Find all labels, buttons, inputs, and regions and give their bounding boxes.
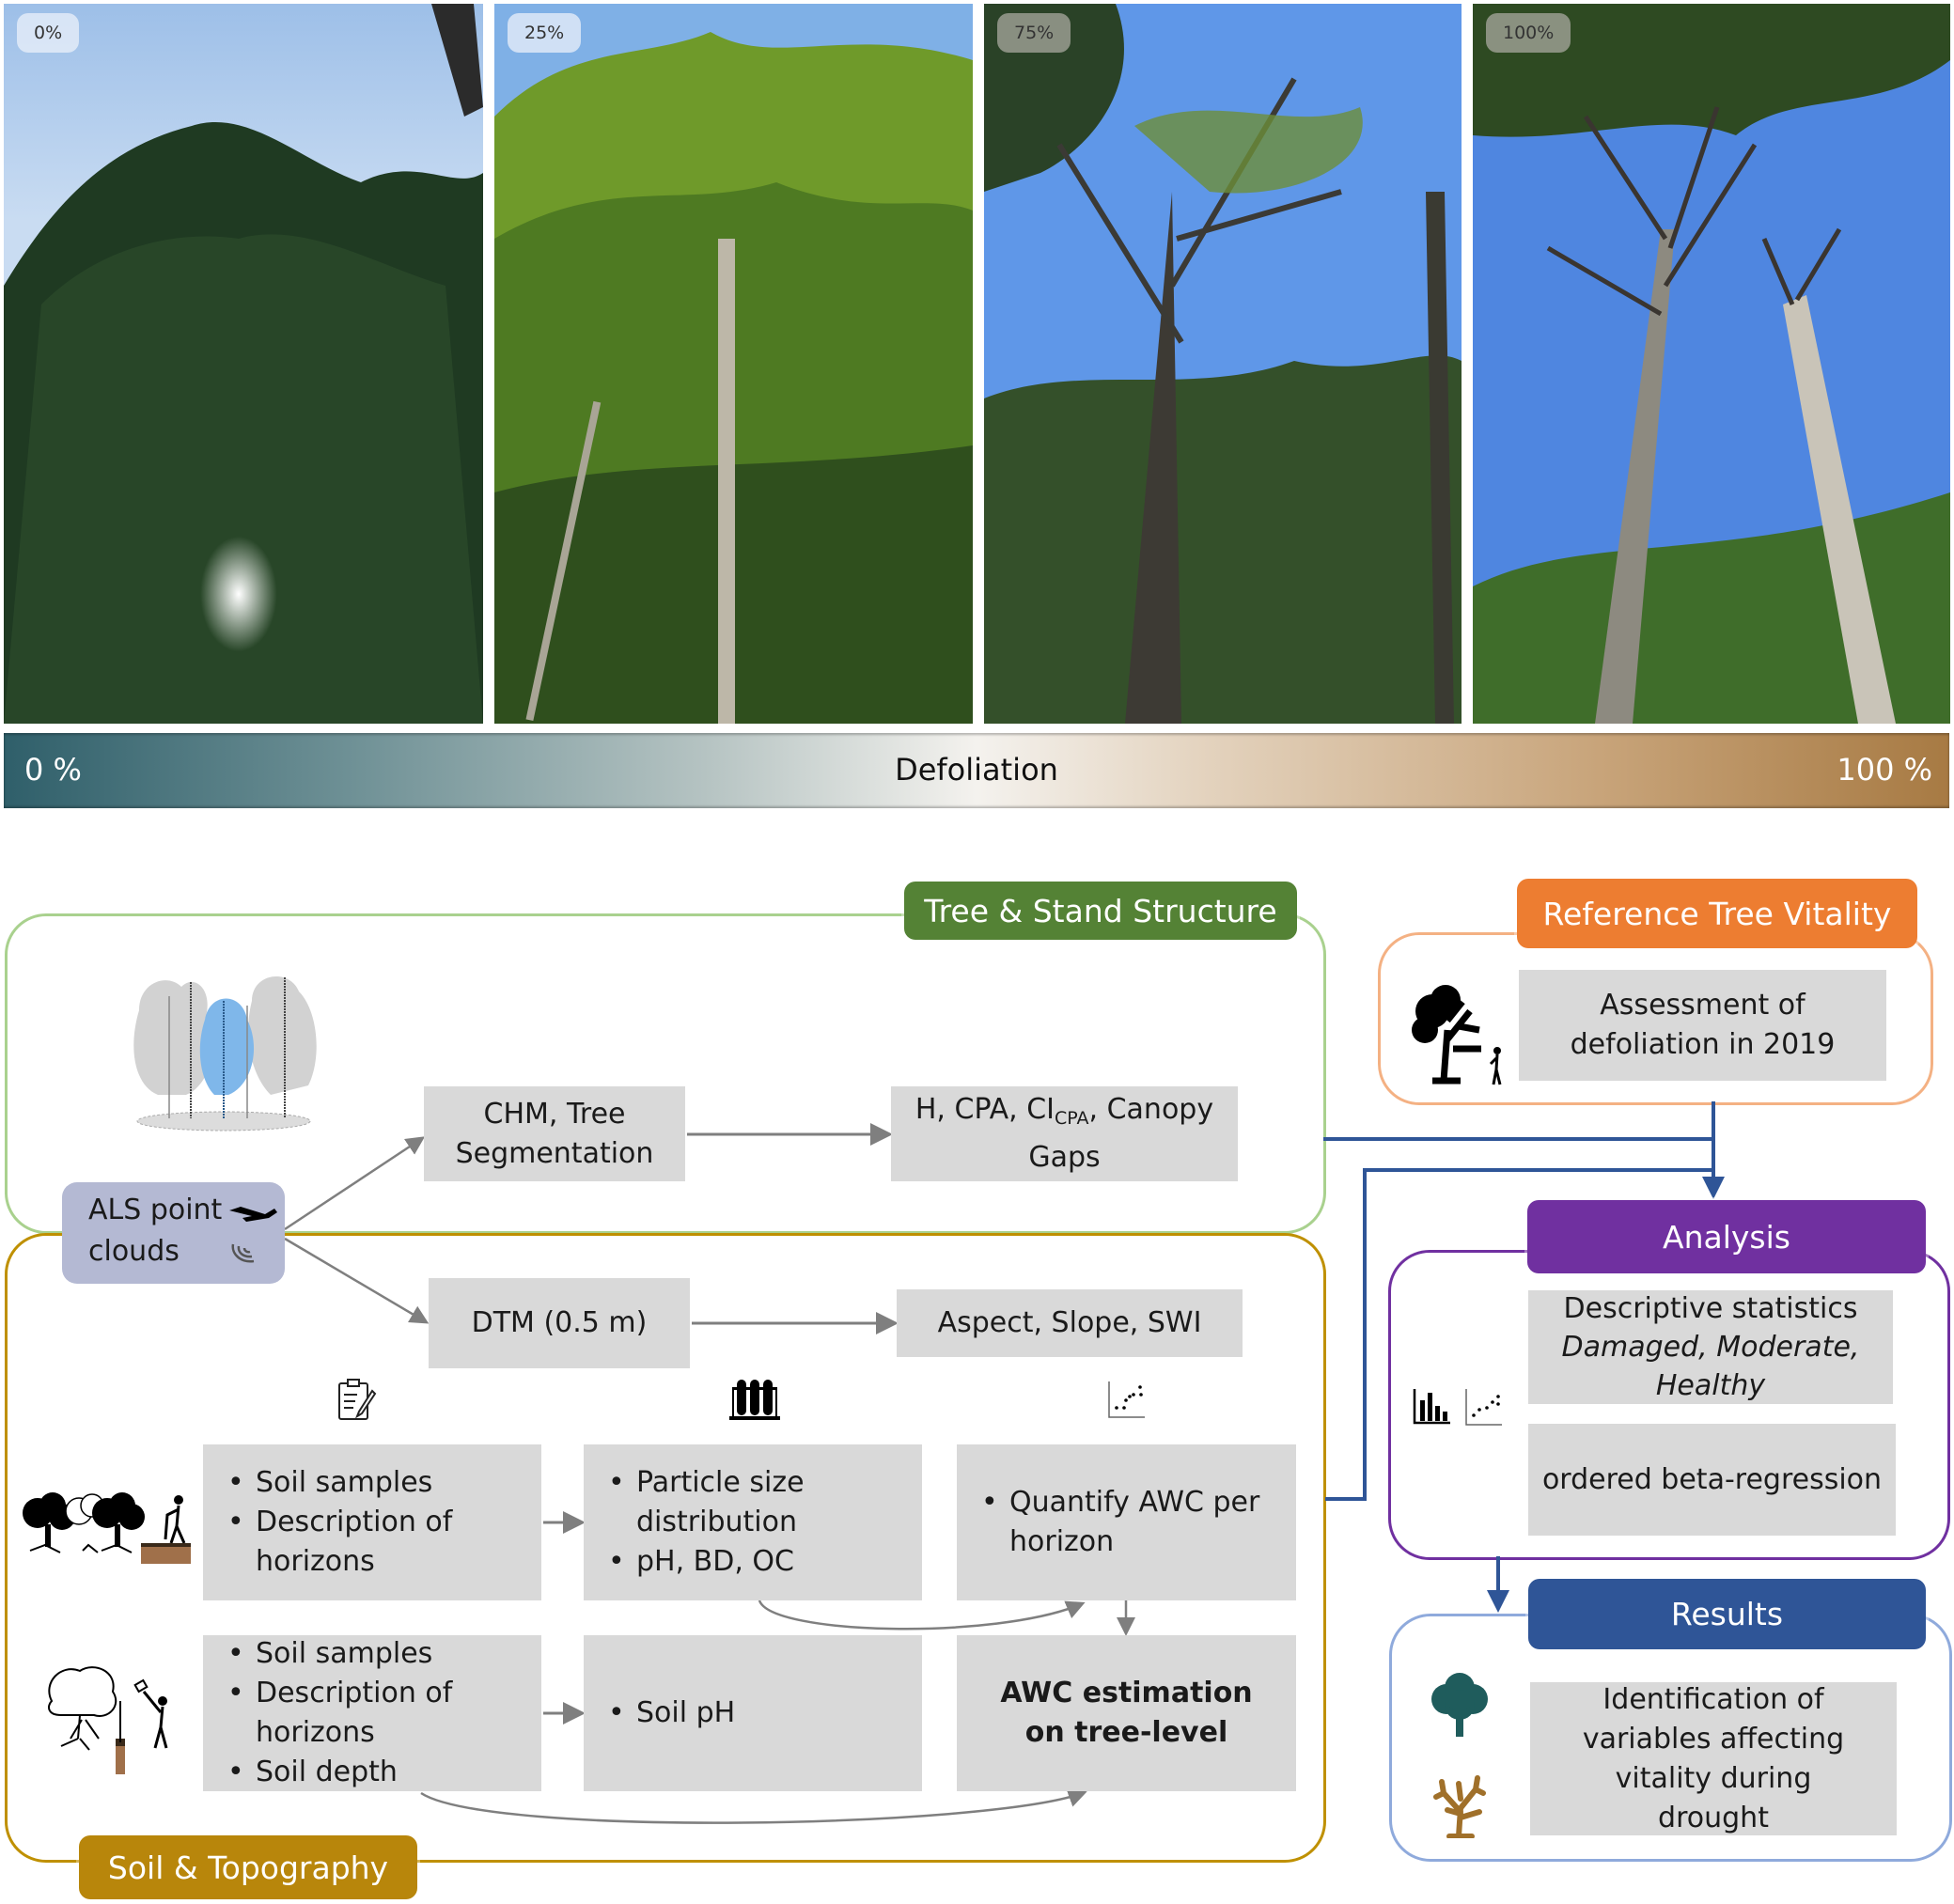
bar-chart-icon bbox=[1413, 1387, 1450, 1428]
defoliation-max-label: 100 % bbox=[1837, 752, 1932, 788]
structure-metrics-box: H, CPA, CICPA, Canopy Gaps bbox=[891, 1086, 1238, 1181]
list-item: Soil samples bbox=[227, 1634, 541, 1674]
airplane-icon bbox=[227, 1203, 278, 1229]
list-item: Soil samples bbox=[227, 1463, 541, 1503]
healthy-tree-icon bbox=[1426, 1671, 1493, 1742]
dead-tree-icon bbox=[1430, 1771, 1491, 1842]
descriptive-line3: Healthy bbox=[1655, 1369, 1766, 1402]
photo-label: 25% bbox=[508, 13, 582, 53]
chm-segmentation-box: CHM, Tree Segmentation bbox=[424, 1086, 685, 1181]
defoliation-assessment-box: Assessment of defoliation in 2019 bbox=[1519, 970, 1886, 1081]
photo-75-percent: 75% bbox=[984, 4, 1462, 724]
list-item: Soil pH bbox=[608, 1693, 735, 1733]
tree-stand-title: Tree & Stand Structure bbox=[904, 882, 1297, 940]
awc-quantify-box: Quantify AWC per horizon bbox=[957, 1444, 1296, 1600]
tree-observer-icon bbox=[1404, 983, 1508, 1090]
tree-stand-frame bbox=[5, 913, 1326, 1234]
photo-100-percent: 100% bbox=[1473, 4, 1950, 724]
metrics-subscript: CPA bbox=[1055, 1108, 1089, 1129]
results-summary-box: Identification of variables affecting vi… bbox=[1530, 1682, 1897, 1835]
reference-title: Reference Tree Vitality bbox=[1517, 879, 1917, 948]
beta-regression-box: ordered beta-regression bbox=[1528, 1424, 1896, 1536]
soil-topography-frame bbox=[5, 1233, 1326, 1863]
tree-soil-auger-icon bbox=[42, 1663, 183, 1780]
photo-25-percent: 25% bbox=[494, 4, 973, 724]
als-label-line2: clouds bbox=[88, 1235, 180, 1268]
test-tubes-icon bbox=[729, 1378, 780, 1425]
scatter-plot-icon bbox=[1464, 1387, 1504, 1430]
lidar-signal-icon bbox=[227, 1239, 261, 1271]
dtm-box: DTM (0.5 m) bbox=[429, 1278, 690, 1368]
awc-estimation-box: AWC estimation on tree-level bbox=[957, 1635, 1296, 1791]
defoliation-scale-bar: 0 % Defoliation 100 % bbox=[4, 733, 1949, 808]
clipboard-icon bbox=[336, 1378, 378, 1425]
soil-topography-title: Soil & Topography bbox=[79, 1835, 417, 1899]
metrics-text-post: , Canopy Gaps bbox=[1028, 1093, 1214, 1174]
soil-ph-box: Soil pH bbox=[584, 1635, 922, 1791]
list-item: Particle size distribution bbox=[608, 1463, 922, 1542]
defoliation-title: Defoliation bbox=[895, 752, 1058, 788]
photo-label: 75% bbox=[997, 13, 1071, 53]
results-title: Results bbox=[1528, 1579, 1926, 1649]
list-item: Description of horizons bbox=[227, 1674, 541, 1753]
field-sampling-box-row1: Soil samples Description of horizons bbox=[203, 1444, 541, 1600]
als-label-line1: ALS point bbox=[88, 1194, 223, 1226]
list-item: Description of horizons bbox=[227, 1503, 541, 1582]
descriptive-line2: Damaged, Moderate, bbox=[1561, 1331, 1860, 1364]
defoliation-min-label: 0 % bbox=[24, 752, 82, 788]
descriptive-line1: Descriptive statistics bbox=[1563, 1292, 1858, 1325]
list-item: Quantify AWC per horizon bbox=[981, 1483, 1296, 1562]
aspect-slope-swi-box: Aspect, Slope, SWI bbox=[897, 1289, 1243, 1357]
photo-label: 0% bbox=[17, 13, 80, 53]
photo-label: 100% bbox=[1486, 13, 1571, 53]
lab-analysis-box-row1: Particle size distribution pH, BD, OC bbox=[584, 1444, 922, 1600]
list-item: pH, BD, OC bbox=[608, 1542, 922, 1582]
lidar-trees-icon bbox=[111, 954, 336, 1132]
photo-0-percent: 0% bbox=[4, 4, 483, 724]
analysis-title: Analysis bbox=[1527, 1200, 1926, 1273]
list-item: Soil depth bbox=[227, 1753, 541, 1792]
forest-soil-sampling-icon bbox=[17, 1492, 191, 1571]
descriptive-statistics-box: Descriptive statistics Damaged, Moderate… bbox=[1528, 1290, 1893, 1404]
metrics-text-pre: H, CPA, CI bbox=[914, 1093, 1055, 1126]
als-point-clouds-box: ALS point clouds bbox=[62, 1182, 285, 1284]
scatter-plot-icon bbox=[1107, 1380, 1147, 1423]
field-sampling-box-row2: Soil samples Description of horizons Soi… bbox=[203, 1634, 541, 1792]
